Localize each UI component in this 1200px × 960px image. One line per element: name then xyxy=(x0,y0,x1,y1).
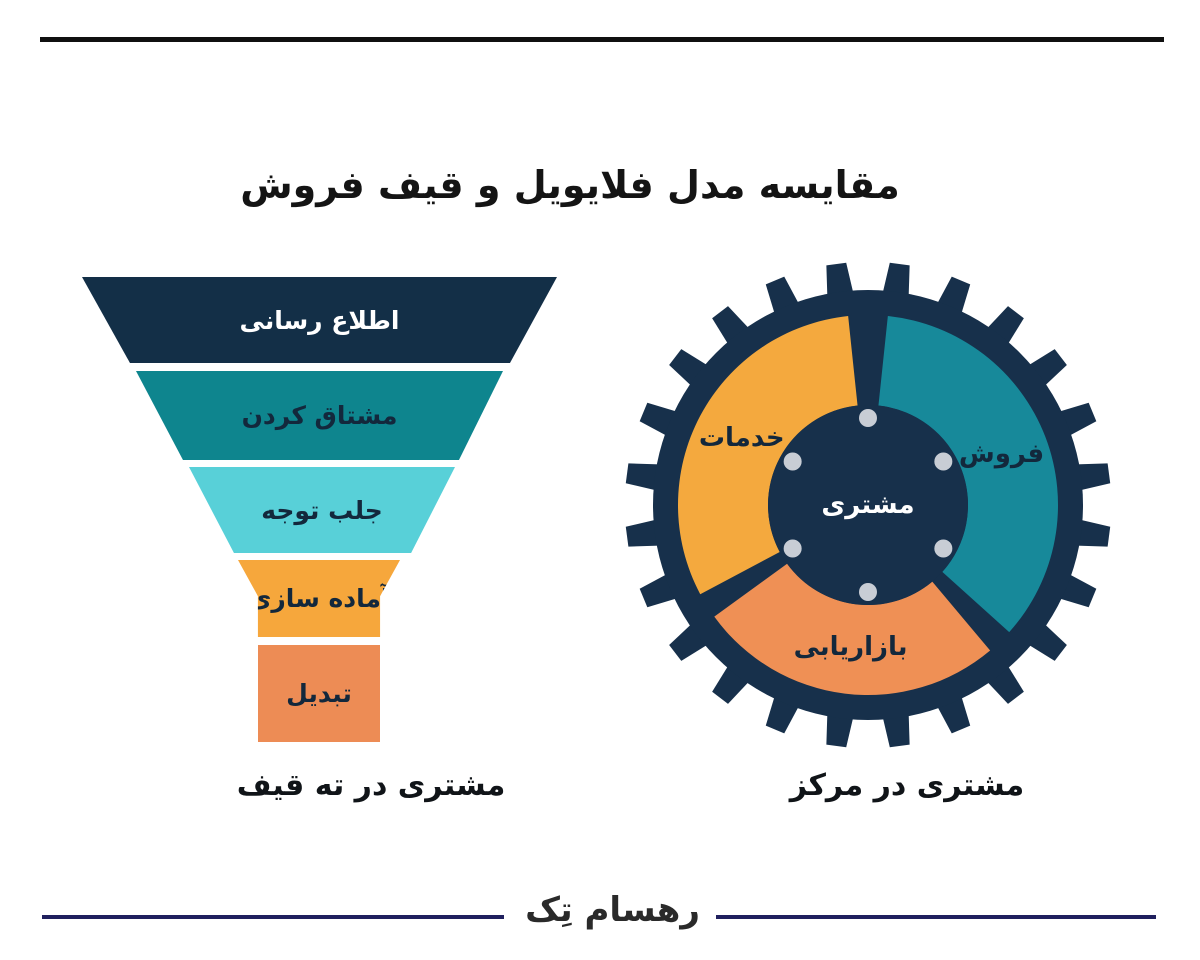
funnel-layer-awareness: اطلاع رسانی xyxy=(82,277,557,363)
hub-bolt xyxy=(859,583,877,601)
flywheel-caption: مشتری در مرکز xyxy=(789,767,1025,803)
flywheel-segment xyxy=(714,563,991,695)
flywheel-segment-label: خدمات xyxy=(699,423,785,453)
footer-rule-right xyxy=(716,915,1156,919)
funnel-layer-conversion: تبدیل xyxy=(258,645,380,742)
page-title: مقایسه مدل فلایویل و قیف فروش xyxy=(240,163,900,207)
hub-bolt xyxy=(783,539,802,558)
funnel-layer-attention: جلب توجه xyxy=(189,467,455,553)
flywheel-gear-diagram: فروش بازاریابی خدمات مشتری xyxy=(625,262,1111,748)
sales-funnel-diagram: اطلاع رسانی مشتاق کردن جلب توجه آماده سا… xyxy=(80,275,558,745)
hub-bolt xyxy=(934,452,953,471)
flywheel-center-label: مشتری xyxy=(821,490,914,520)
funnel-layer-interest: مشتاق کردن xyxy=(136,371,503,460)
funnel-layer-label: جلب توجه xyxy=(261,495,383,525)
funnel-layer-preparation: آماده سازی xyxy=(238,560,400,637)
hub-bolt xyxy=(783,452,802,471)
flywheel-segment xyxy=(878,316,1058,633)
flywheel-hub xyxy=(768,405,968,605)
funnel-layer-label: تبدیل xyxy=(286,679,352,708)
funnel-layer-label: آماده سازی xyxy=(248,584,390,613)
funnel-caption: مشتری در ته قیف xyxy=(236,767,506,803)
flywheel-segment-label: بازاریابی xyxy=(794,632,908,662)
brand-logo: رهسام تِک xyxy=(525,890,700,930)
hub-bolt xyxy=(859,409,877,427)
flywheel-segment xyxy=(678,316,858,595)
hub-bolt xyxy=(934,539,953,558)
flywheel-segment-label: فروش xyxy=(959,439,1044,469)
funnel-layer-label: اطلاع رسانی xyxy=(239,305,400,335)
top-divider-rule xyxy=(40,37,1164,42)
funnel-layer-label: مشتاق کردن xyxy=(241,401,398,430)
footer-rule-left xyxy=(42,915,504,919)
